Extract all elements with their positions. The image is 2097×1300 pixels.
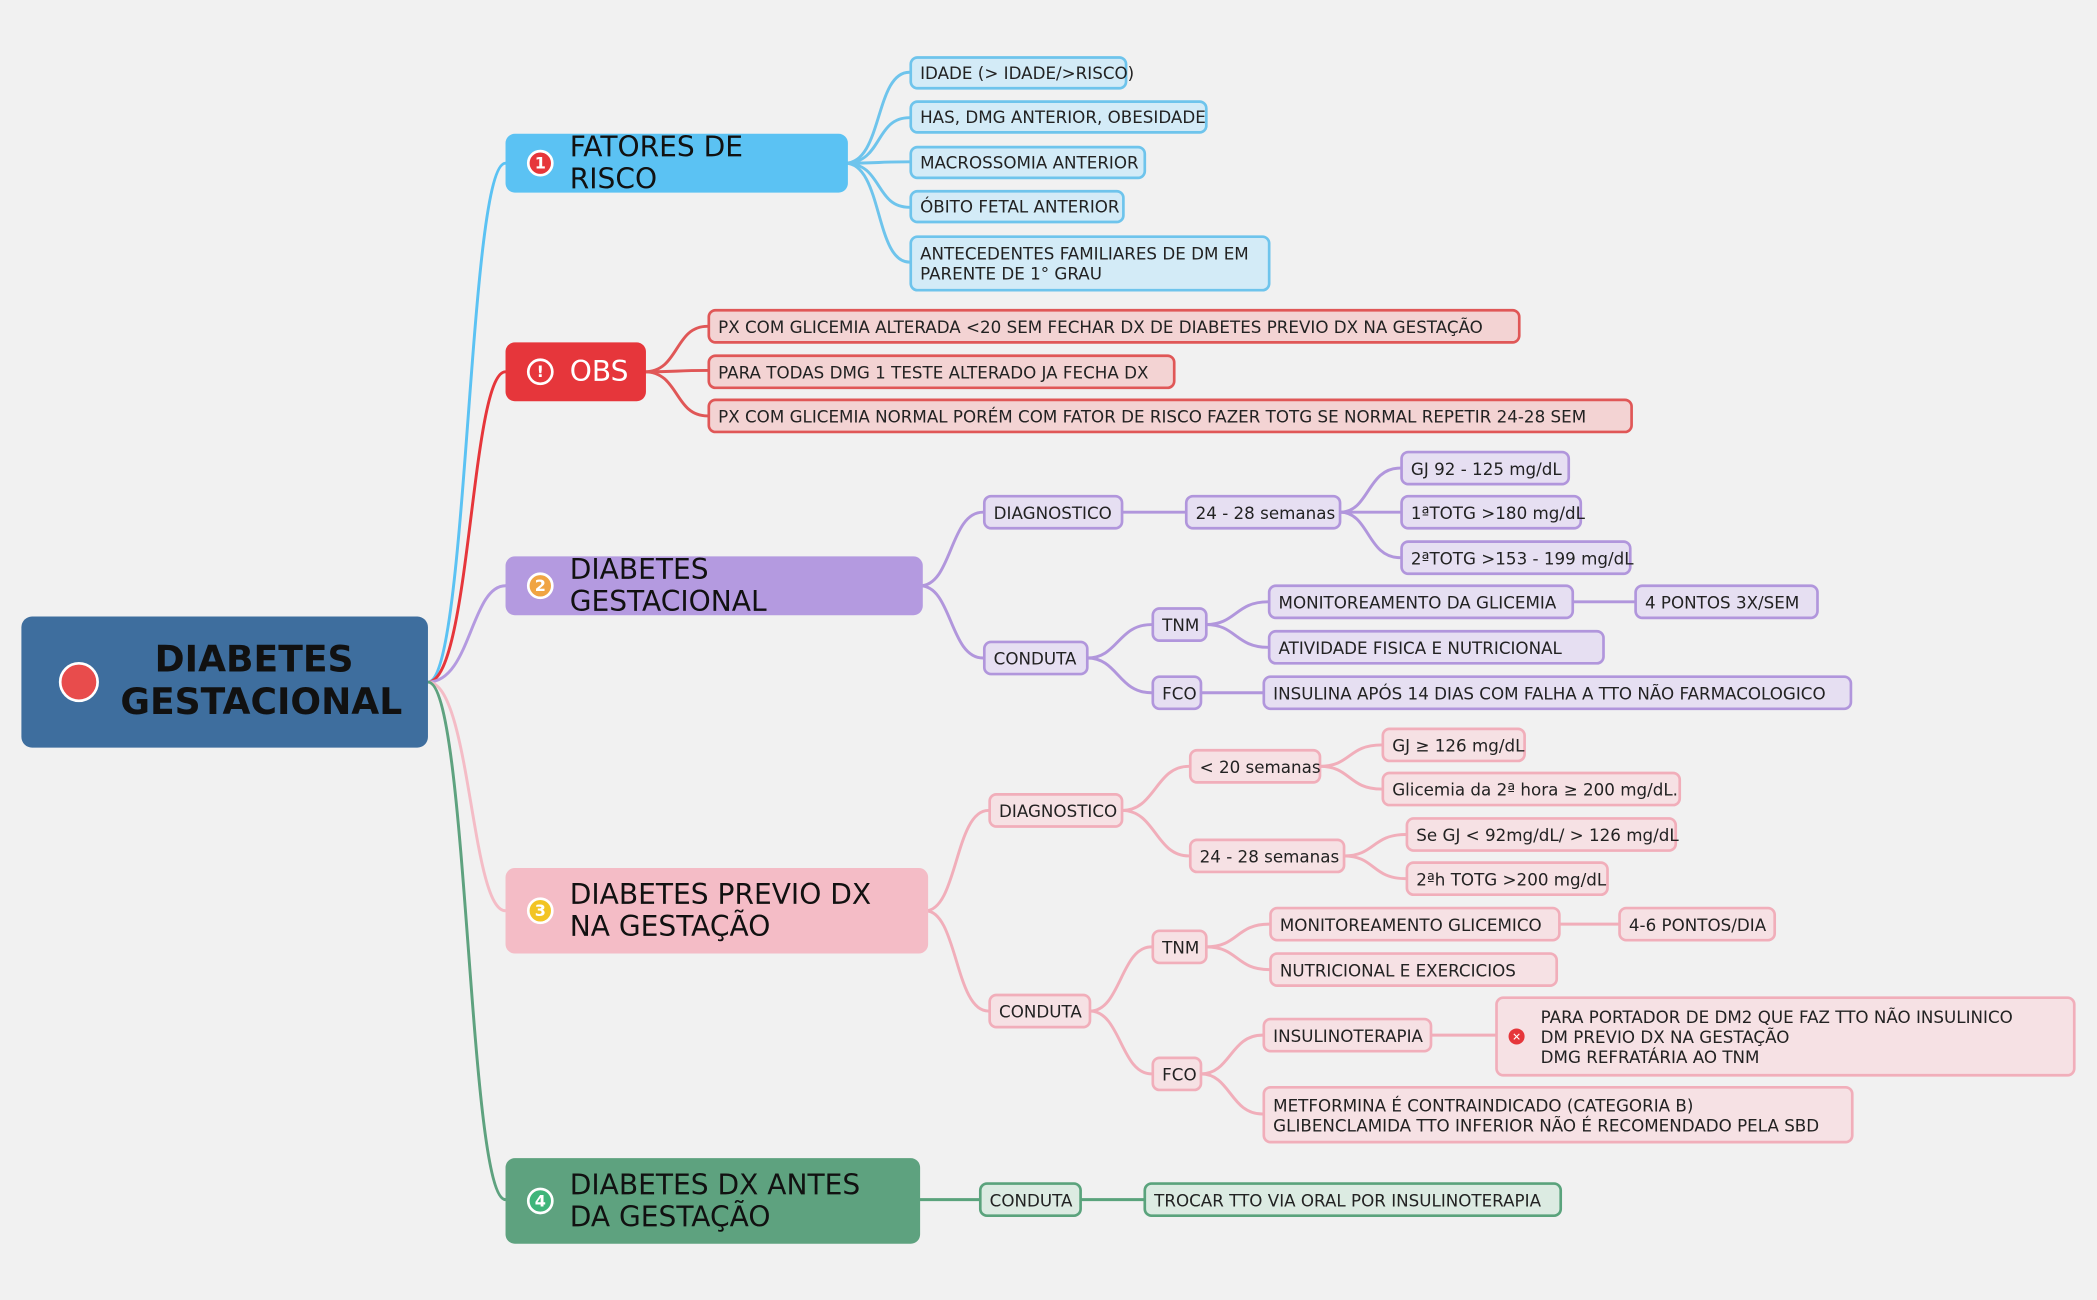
dp-metformina[interactable]: METFORMINA É CONTRAINDICADO (CATEGORIA B… <box>1262 1085 1854 1144</box>
dp-criterio[interactable]: Glicemia da 2ª hora ≥ 200 mg/dL. <box>1381 771 1682 807</box>
root-topic[interactable]: DIABETES GESTACIONAL <box>21 616 428 748</box>
dg-insulina[interactable]: INSULINA APÓS 14 DIAS COM FALHA A TTO NÃ… <box>1262 675 1853 711</box>
number-2-icon: 2 <box>526 572 554 600</box>
metformina-list: METFORMINA É CONTRAINDICADO (CATEGORIA B… <box>1273 1095 1819 1135</box>
indicacao-line: DMG REFRATÁRIA AO TNM <box>1540 1046 1760 1067</box>
root-title: DIABETES GESTACIONAL <box>120 639 403 724</box>
dg-criterio[interactable]: GJ 92 - 125 mg/dL <box>1400 450 1571 486</box>
dp-insulinoterapia[interactable]: INSULINOTERAPIA <box>1262 1017 1433 1053</box>
dp-fco[interactable]: FCO <box>1151 1056 1203 1092</box>
dp-semanas[interactable]: 24 - 28 semanas <box>1188 838 1346 874</box>
number-3-icon: 3 <box>526 897 554 925</box>
red-circle-icon <box>58 661 99 703</box>
dg-diagnostico[interactable]: DIAGNOSTICO <box>982 494 1124 530</box>
dp-nutricional[interactable]: NUTRICIONAL E EXERCICIOS <box>1269 952 1559 987</box>
branch-title: DIABETES GESTACIONAL <box>569 553 767 618</box>
indicacao-line: PARA PORTADOR DE DM2 QUE FAZ TTO NÃO INS… <box>1540 1006 2013 1027</box>
branch-diabetes-previo[interactable]: 3 DIABETES PREVIO DX NA GESTAÇÃO <box>505 867 929 954</box>
dp-tnm[interactable]: TNM <box>1151 929 1208 965</box>
dg-atividade[interactable]: ATIVIDADE FISICA E NUTRICIONAL <box>1267 629 1605 665</box>
risk-factor-item[interactable]: ANTECEDENTES FAMILIARES DE DM EM PARENTE… <box>909 235 1271 292</box>
branch-title: DIABETES PREVIO DX NA GESTAÇÃO <box>569 878 872 943</box>
dg-criterio[interactable]: 2ªTOTG >153 - 199 mg/dL <box>1400 540 1634 576</box>
risk-factor-item[interactable]: HAS, DMG ANTERIOR, OBESIDADE <box>909 100 1208 134</box>
dg-monitoreamento[interactable]: MONITOREAMENTO DA GLICEMIA <box>1267 584 1575 620</box>
cross-mark-icon: ✕ <box>1508 1028 1525 1045</box>
dp-monitoreamento[interactable]: MONITOREAMENTO GLICEMICO <box>1269 906 1561 942</box>
risk-factor-item[interactable]: MACROSSOMIA ANTERIOR <box>909 145 1147 180</box>
branch-obs[interactable]: ! OBS <box>505 342 646 402</box>
dp-pontos[interactable]: 4-6 PONTOS/DIA <box>1618 906 1777 942</box>
da-conduta[interactable]: CONDUTA <box>978 1182 1082 1218</box>
dp-criterio[interactable]: 2ªh TOTG >200 mg/dL <box>1405 861 1609 897</box>
branch-title: OBS <box>569 355 629 388</box>
dg-fco[interactable]: FCO <box>1151 675 1203 711</box>
branch-diabetes-antes[interactable]: 4 DIABETES DX ANTES DA GESTAÇÃO <box>505 1158 921 1244</box>
dp-diagnostico[interactable]: DIAGNOSTICO <box>988 793 1124 828</box>
metformina-line: METFORMINA É CONTRAINDICADO (CATEGORIA B… <box>1273 1094 1694 1115</box>
indicacoes-list: PARA PORTADOR DE DM2 QUE FAZ TTO NÃO INS… <box>1541 1006 2013 1066</box>
branch-title: DIABETES DX ANTES DA GESTAÇÃO <box>569 1168 861 1234</box>
branch-title: FATORES DE RISCO <box>569 131 743 196</box>
obs-item[interactable]: PX COM GLICEMIA NORMAL PORÉM COM FATOR D… <box>707 398 1633 434</box>
risk-factor-item[interactable]: IDADE (> IDADE/>RISCO) <box>909 56 1134 90</box>
dg-semanas[interactable]: 24 - 28 semanas <box>1184 494 1342 530</box>
dg-tnm[interactable]: TNM <box>1151 607 1208 642</box>
dp-criterio[interactable]: Se GJ < 92mg/dL/ > 126 mg/dL <box>1405 817 1679 852</box>
obs-item[interactable]: PARA TODAS DMG 1 TESTE ALTERADO JA FECHA… <box>707 354 1176 390</box>
branch-fatores-de-risco[interactable]: 1 FATORES DE RISCO <box>505 131 848 196</box>
obs-item[interactable]: PX COM GLICEMIA ALTERADA <20 SEM FECHAR … <box>707 308 1521 344</box>
branch-diabetes-gestacional[interactable]: 2 DIABETES GESTACIONAL <box>505 553 923 618</box>
metformina-line: GLIBENCLAMIDA TTO INFERIOR NÃO É RECOMEN… <box>1273 1114 1820 1135</box>
dp-conduta[interactable]: CONDUTA <box>988 993 1092 1029</box>
dg-criterio[interactable]: 1ªTOTG >180 mg/dL <box>1400 494 1585 530</box>
risk-factor-item[interactable]: ÓBITO FETAL ANTERIOR <box>909 189 1125 224</box>
dp-indicacoes[interactable]: ✕ PARA PORTADOR DE DM2 QUE FAZ TTO NÃO I… <box>1495 996 2076 1077</box>
dg-pontos[interactable]: 4 PONTOS 3X/SEM <box>1634 584 1819 620</box>
number-4-icon: 4 <box>526 1187 554 1215</box>
dg-conduta[interactable]: CONDUTA <box>982 640 1089 676</box>
exclamation-icon: ! <box>526 358 554 386</box>
dp-menos20[interactable]: < 20 semanas <box>1188 748 1322 784</box>
indicacao-line: DM PREVIO DX NA GESTAÇÃO <box>1540 1026 1790 1047</box>
number-1-icon: 1 <box>526 149 554 177</box>
da-trocar[interactable]: TROCAR TTO VIA ORAL POR INSULINOTERAPIA <box>1143 1182 1563 1218</box>
dp-criterio[interactable]: GJ ≥ 126 mg/dL <box>1381 727 1526 763</box>
